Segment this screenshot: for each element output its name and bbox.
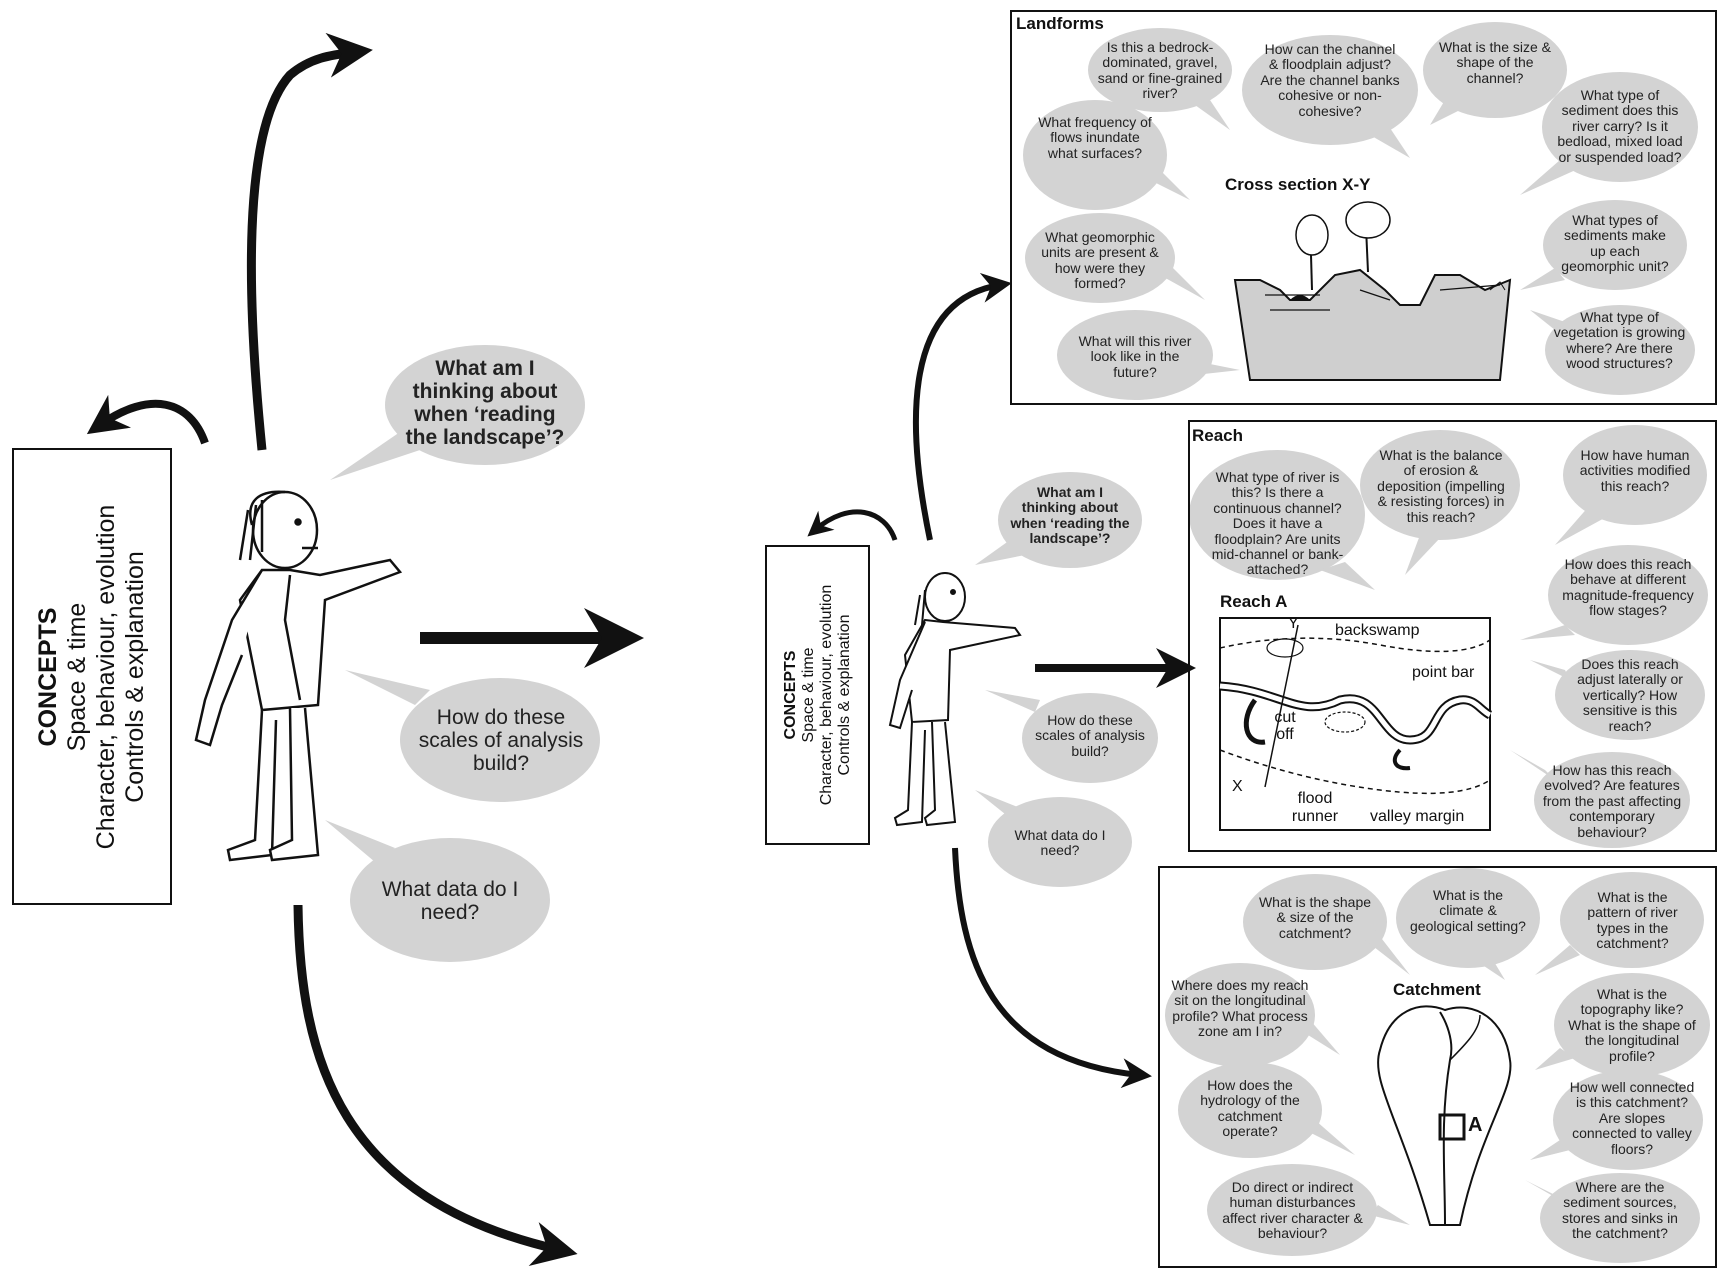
catchment-q7: How well connected is this catchment? Ar… (1569, 1079, 1695, 1157)
speech-data-small-text: What data do I need? (1014, 827, 1106, 859)
speech-scales-small-text: How do these scales of analysis build? (1035, 712, 1145, 759)
catchment-q6: How does the hydrology of the catchment … (1200, 1077, 1300, 1140)
landforms-title: Landforms (1016, 14, 1104, 33)
cross-section-title: Cross section X-Y (1225, 175, 1371, 194)
reach-q5: Does this reach adjust laterally or vert… (1577, 656, 1683, 734)
concepts-line-character-small: Character, behaviour, evolution (817, 584, 835, 806)
speech-scales-large-text: How do these scales of analysis build? (418, 706, 584, 776)
arrow-down-small (952, 847, 1152, 1089)
speech-bubble-data-large (350, 838, 550, 962)
landforms-q6: What geomorphic units are present & how … (1041, 229, 1159, 292)
concepts-heading-small: CONCEPTS (781, 650, 799, 740)
reach-q6: How has this reach evolved? Are features… (1542, 762, 1682, 840)
catchment-q4: Where does my reach sit on the longitudi… (1171, 977, 1309, 1040)
reach-q4: How does this reach behave at different … (1562, 556, 1694, 619)
landforms-bubbles (1023, 22, 1698, 400)
speech-bubble-data-small (988, 797, 1132, 887)
map-label-point-bar: point bar (1412, 664, 1475, 681)
map-label-y: Y (1288, 615, 1299, 632)
catchment-q1: What is the shape & size of the catchmen… (1258, 894, 1372, 941)
arrow-up-large (246, 32, 373, 451)
catchment-map-label-a: A (1468, 1114, 1483, 1136)
map-label-flood-runner: flood runner (1291, 790, 1339, 826)
arrow-left-large (86, 394, 209, 445)
reach-panel (1188, 420, 1717, 852)
reach-map (1219, 617, 1493, 831)
landforms-q7: What types of sediments make up each geo… (1561, 212, 1669, 275)
thought-bubble-large (385, 345, 585, 465)
reach-q1: What type of river is this? Is there a c… (1211, 469, 1344, 578)
speech-bubble-scales-small (1022, 693, 1158, 783)
concepts-heading: CONCEPTS (34, 607, 62, 746)
concepts-line-character: Character, behaviour, evolution (92, 504, 120, 849)
cross-section-diagram (1233, 201, 1512, 381)
concepts-line-controls: Controls & explanation (121, 550, 149, 803)
person-large (194, 490, 403, 862)
landforms-q4: What frequency of flows inundate what su… (1038, 114, 1152, 161)
concepts-line-space-time-small: Space & time (799, 647, 817, 743)
map-label-backswamp: backswamp (1335, 622, 1420, 639)
catchment-bubbles (1165, 868, 1710, 1263)
speech-data-large-text: What data do I need? (381, 878, 519, 925)
arrow-left-small (807, 509, 898, 541)
landforms-q1: Is this a bedrock-dominated, gravel, san… (1097, 39, 1223, 102)
reach-bubbles (1189, 425, 1708, 848)
landforms-q5: What type of sediment does this river ca… (1557, 87, 1683, 165)
reach-title: Reach (1192, 426, 1244, 445)
catchment-q5: What is the topography like? What is the… (1568, 986, 1696, 1064)
landforms-panel (1010, 10, 1717, 405)
map-label-valley-margin: valley margin (1370, 808, 1465, 825)
person-small (888, 572, 1022, 827)
thought-bubble-large-text: What am I thinking about when ‘reading t… (405, 357, 565, 450)
thought-bubble-small-text: What am I thinking about when ‘reading t… (1010, 484, 1130, 547)
landforms-q2: How can the channel & floodplain adjust?… (1260, 41, 1400, 119)
landforms-q8: What will this river look like in the fu… (1078, 333, 1192, 380)
arrow-up-small (912, 273, 1012, 541)
reach-map-title: Reach A (1220, 592, 1288, 611)
concepts-line-controls-small: Controls & explanation (835, 614, 853, 776)
landforms-q3: What is the size & shape of the channel? (1438, 39, 1552, 86)
map-label-x: X (1232, 778, 1243, 795)
catchment-q9: Where are the sediment sources, stores a… (1562, 1179, 1678, 1242)
catchment-q8: Do direct or indirect human disturbances… (1222, 1179, 1363, 1242)
catchment-shape (1377, 1005, 1512, 1226)
catchment-title: Catchment (1393, 980, 1481, 999)
catchment-q2: What is the climate & geological setting… (1410, 887, 1526, 934)
concepts-box-small: CONCEPTS Space & time Character, behavio… (765, 545, 870, 845)
speech-bubble-scales-large (400, 678, 600, 802)
catchment-panel (1158, 866, 1717, 1268)
concepts-line-space-time: Space & time (63, 602, 91, 751)
landforms-q9: What type of vegetation is growing where… (1553, 309, 1686, 372)
map-label-cutoff: cut off (1274, 709, 1296, 743)
reach-q2: What is the balance of erosion & deposit… (1377, 447, 1505, 525)
catchment-q3: What is the pattern of river types in th… (1587, 889, 1678, 952)
thought-bubble-small (998, 472, 1142, 568)
arrow-down-large (293, 904, 578, 1266)
reach-q3: How have human activities modified this … (1579, 447, 1691, 494)
concepts-box-large: CONCEPTS Space & time Character, behavio… (12, 448, 172, 905)
